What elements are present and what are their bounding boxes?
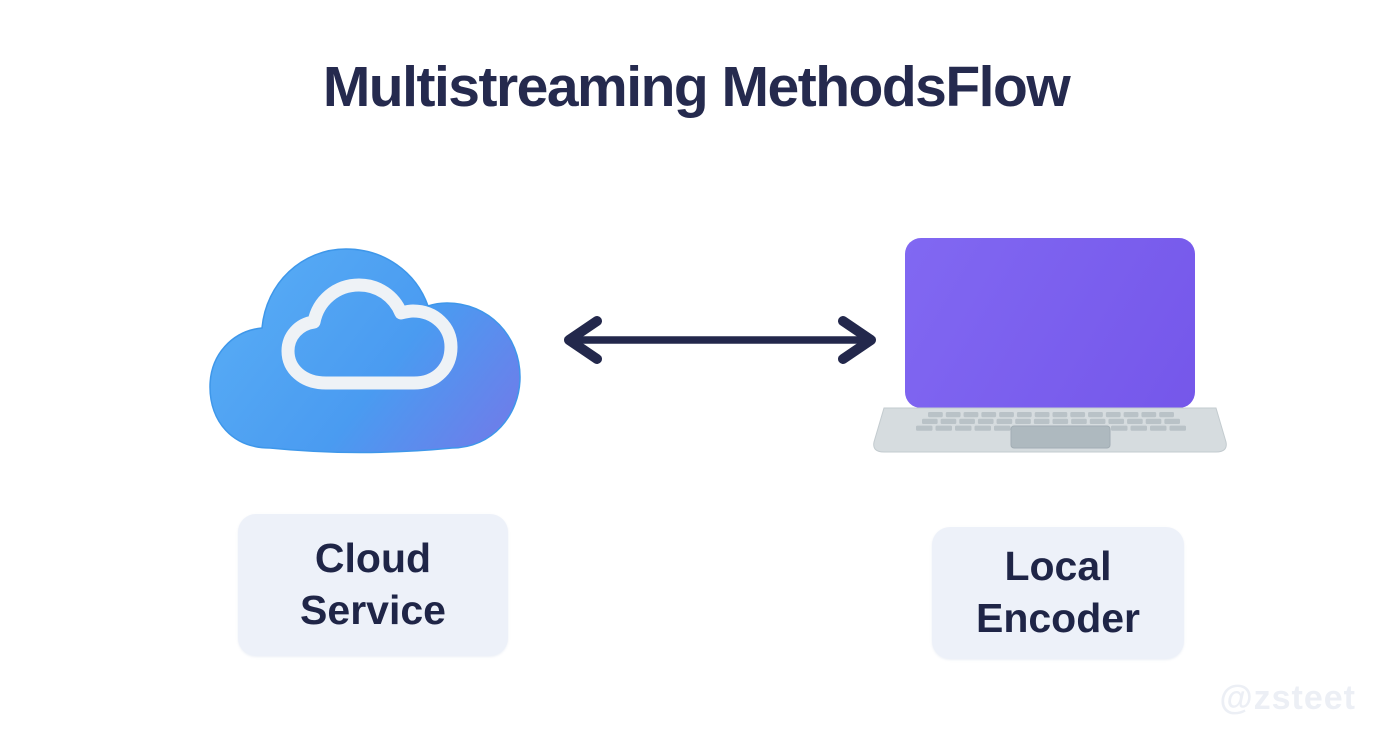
laptop-key [1033,418,1050,424]
watermark: @zsteet [1219,679,1356,717]
laptop-key [1141,412,1157,418]
laptop-key [945,412,961,418]
laptop-key [959,418,975,424]
laptop-key [1088,412,1103,418]
laptop-key [1034,412,1050,418]
laptop-key [974,425,991,431]
laptop-key [1071,418,1087,424]
laptop-key [928,412,943,418]
laptop-key [1169,425,1186,431]
laptop-key [1105,412,1121,418]
laptop-key [935,425,952,431]
laptop-key [1089,418,1106,424]
laptop-key [1127,418,1143,424]
cloud-service-label-box: Cloud Service [238,514,508,656]
laptop-key [977,418,994,424]
laptop-key [994,425,1011,431]
laptop-key [955,425,972,431]
cloud-inner-outline-shape [281,278,458,390]
laptop-key [996,418,1013,424]
arrow-head-left [564,316,602,364]
laptop-icon [870,236,1230,456]
laptop-screen [905,238,1195,408]
laptop-key [1150,425,1167,431]
laptop-key [1123,412,1139,418]
laptop-key [981,412,997,418]
arrow-head-right [838,316,876,364]
local-encoder-label-box: Local Encoder [932,527,1184,659]
cloud-service-label-line1: Cloud [314,535,432,582]
cloud-icon [200,215,530,465]
laptop-key [1164,418,1180,424]
double-arrow-connector [555,315,885,370]
local-encoder-label-line2: Encoder [975,595,1141,641]
laptop-key [1052,418,1069,424]
laptop-key [963,412,979,418]
laptop-key [1108,418,1125,424]
laptop-key [1070,412,1086,418]
local-encoder-label-line1: Local [1004,543,1112,590]
laptop-key [1111,425,1128,431]
laptop-key [999,412,1014,418]
cloud-service-label-line2: Service [300,587,446,633]
laptop-key [940,418,957,424]
diagram-title: Multistreaming MethodsFlow [322,55,1071,119]
laptop-key [1145,418,1162,424]
laptop-keyboard [916,412,1186,431]
laptop-trackpad [1010,425,1111,449]
laptop-key [1159,412,1174,418]
laptop-key [1016,412,1032,418]
laptop-key [1130,425,1147,431]
laptop-key [922,418,938,424]
laptop-key [916,425,933,431]
laptop-key [1015,418,1031,424]
laptop-key [1052,412,1068,418]
